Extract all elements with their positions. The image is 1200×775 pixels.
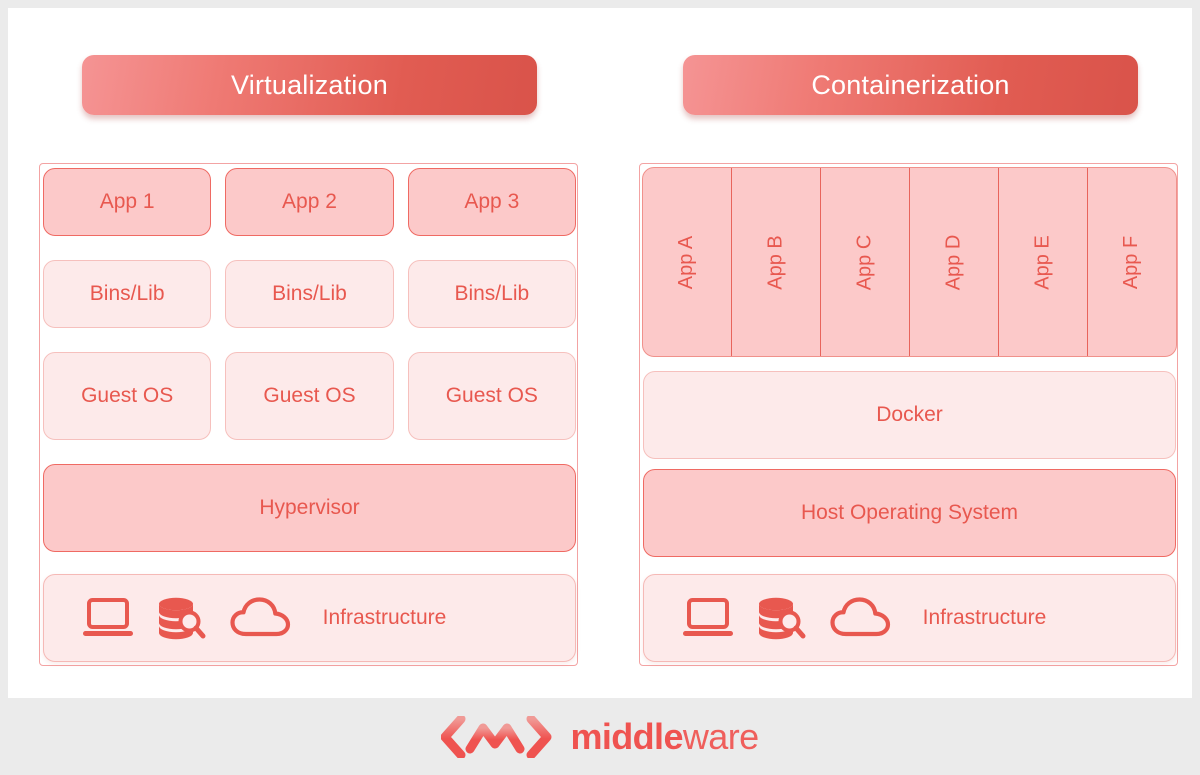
infrastructure-box-containerization: Infrastructure: [643, 574, 1176, 662]
container-app-column-b: App B: [732, 168, 821, 356]
hypervisor-box: Hypervisor: [43, 464, 576, 552]
container-app-label-e: App E: [1031, 234, 1054, 290]
container-app-column-f: App F: [1088, 168, 1176, 356]
guest-os-box-3: Guest OS: [407, 352, 576, 440]
docker-box: Docker: [643, 371, 1176, 459]
bins-lib-box-3: Bins/Lib: [407, 260, 576, 328]
container-app-column-d: App D: [910, 168, 999, 356]
container-app-label-f: App F: [1120, 235, 1143, 289]
cloud-icon: [230, 597, 292, 639]
container-app-label-d: App D: [942, 234, 965, 290]
footer: middleware: [0, 698, 1200, 775]
panel-title-virtualization: Virtualization: [82, 55, 537, 115]
guest-os-box-2: Guest OS: [225, 352, 394, 440]
bins-lib-box-2: Bins/Lib: [225, 260, 394, 328]
chevron-wave-mark-icon: [441, 715, 553, 758]
container-app-column-e: App E: [999, 168, 1088, 356]
containerization-apps-row: App A App B App C App D App E App F: [642, 167, 1177, 357]
brand-wordmark-bold: middle: [570, 715, 683, 757]
laptop-icon: [82, 597, 134, 639]
brand-wordmark-light: ware: [682, 715, 759, 757]
laptop-icon: [682, 597, 734, 639]
container-app-label-a: App A: [675, 235, 698, 289]
bins-lib-box-1: Bins/Lib: [43, 260, 212, 328]
virtualization-bins-row: Bins/Lib Bins/Lib Bins/Lib: [43, 260, 576, 328]
virtualization-apps-row: App 1 App 2 App 3: [43, 168, 576, 236]
app-box-1: App 1: [43, 168, 212, 236]
infrastructure-box-virtualization: Infrastructure: [43, 574, 576, 662]
brand-wordmark: middleware: [570, 715, 759, 757]
virtualization-stack: App 1 App 2 App 3 Bins/Lib Bins/Lib Bins…: [39, 163, 578, 666]
guest-os-box-1: Guest OS: [43, 352, 212, 440]
cloud-icon: [830, 597, 892, 639]
infrastructure-icon-group: [82, 596, 292, 640]
container-app-label-b: App B: [764, 234, 787, 290]
containerization-stack: App A App B App C App D App E App F: [639, 163, 1178, 666]
database-search-icon: [156, 596, 208, 640]
app-box-3: App 3: [407, 168, 576, 236]
infrastructure-icon-group: [682, 596, 892, 640]
host-operating-system-box: Host Operating System: [643, 469, 1176, 557]
container-app-column-a: App A: [643, 168, 732, 356]
container-app-column-c: App C: [821, 168, 910, 356]
diagram-card: Virtualization Containerization App 1 Ap…: [8, 8, 1192, 698]
database-search-icon: [756, 596, 808, 640]
panel-title-containerization: Containerization: [683, 55, 1138, 115]
app-box-2: App 2: [225, 168, 394, 236]
container-app-label-c: App C: [853, 234, 876, 290]
brand-logo: middleware: [441, 715, 759, 758]
virtualization-guestos-row: Guest OS Guest OS Guest OS: [43, 352, 576, 440]
